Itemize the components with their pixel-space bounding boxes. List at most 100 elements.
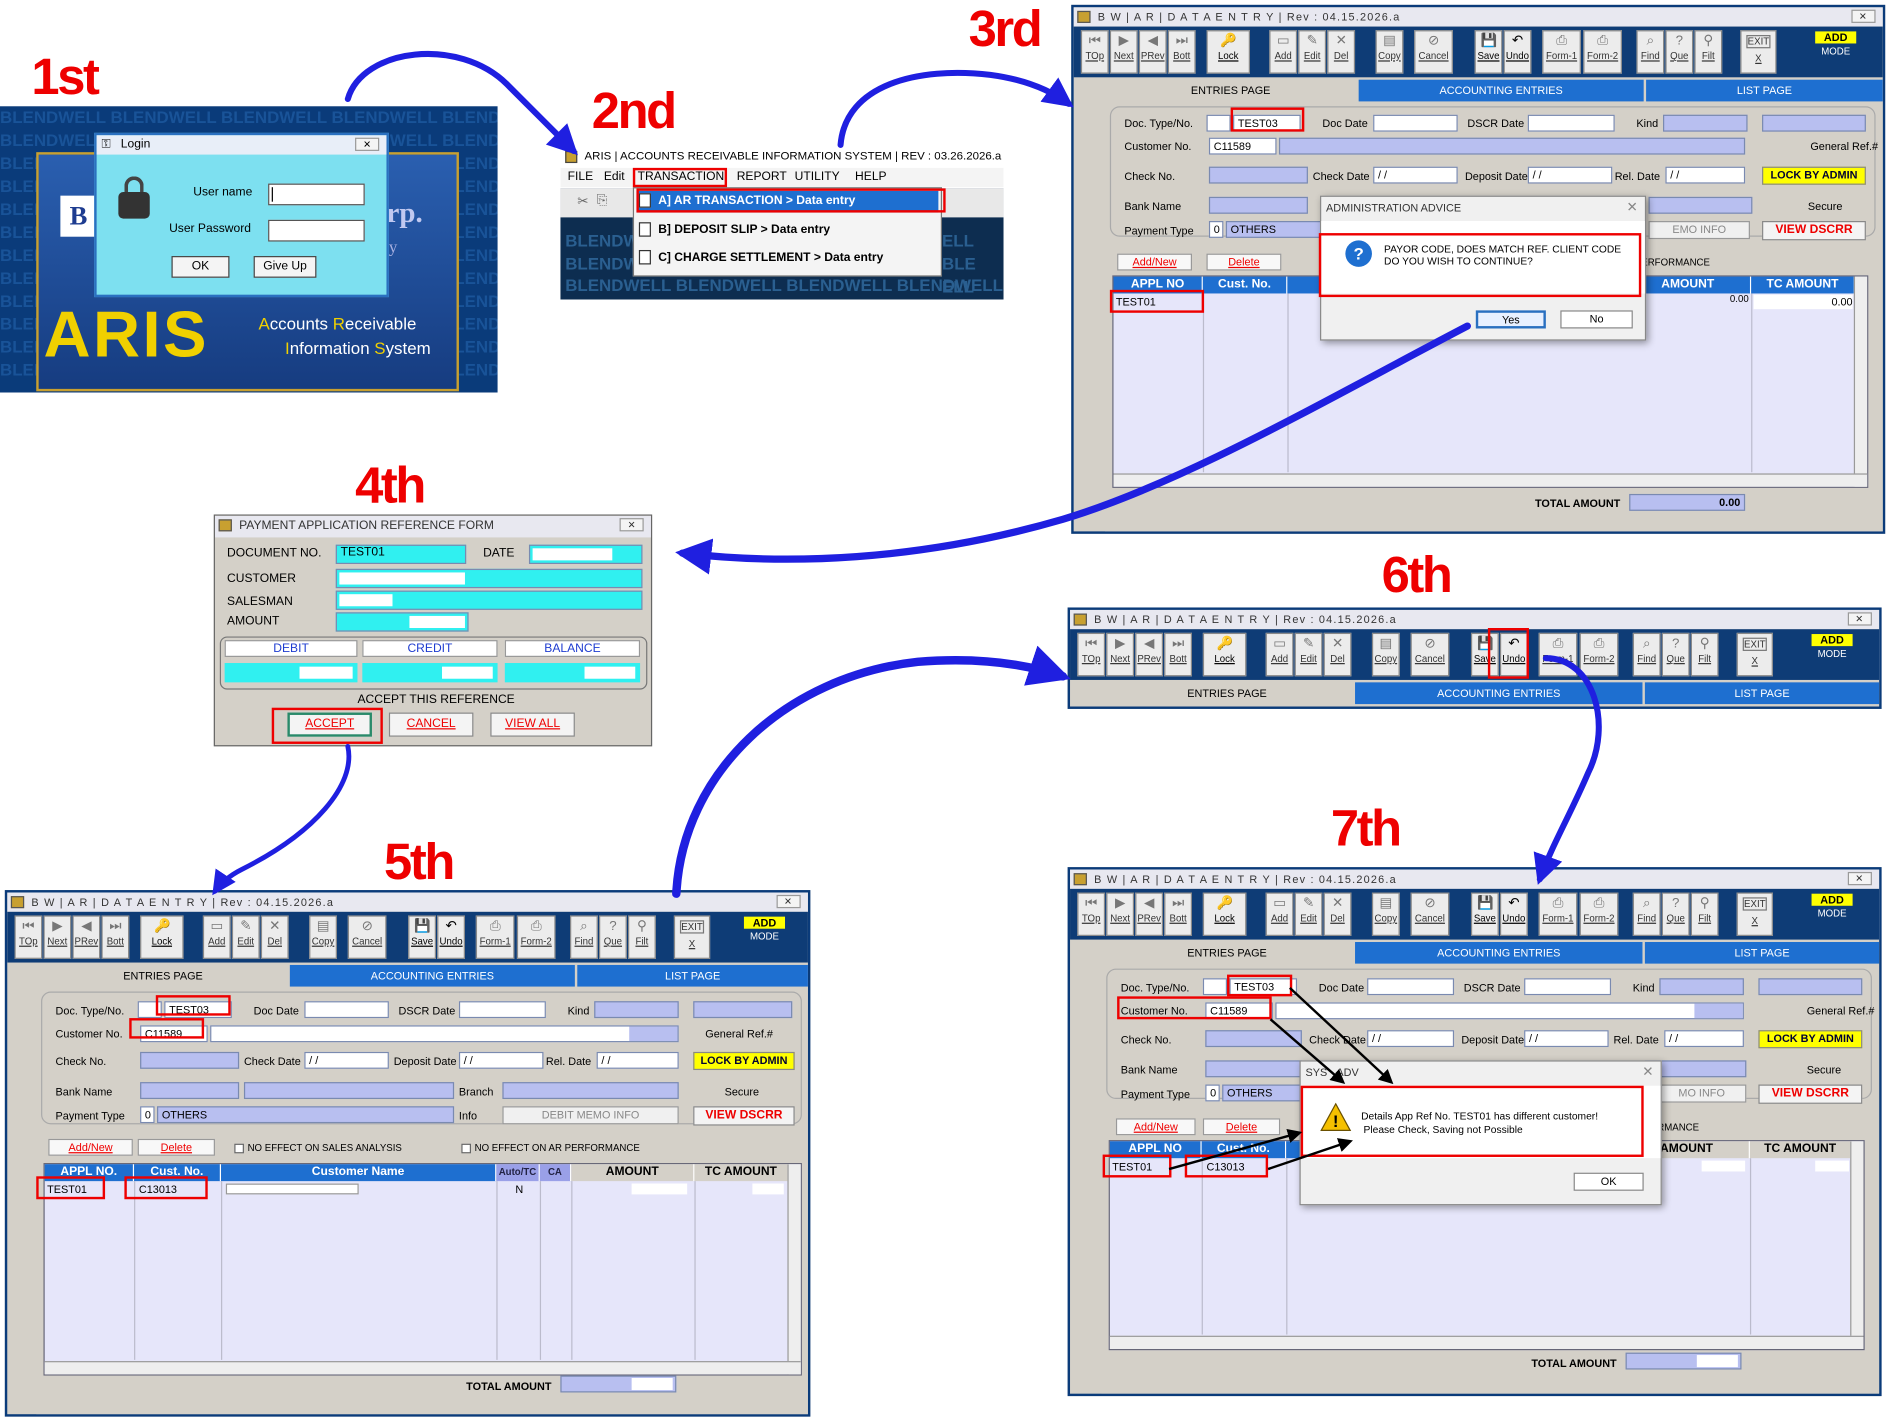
filt-button[interactable]: ⚲Filt <box>1694 30 1723 74</box>
branch-field[interactable] <box>1648 196 1753 214</box>
filt-button[interactable]: ⚲Filt <box>628 915 656 959</box>
dropdown-deposit-slip[interactable]: B] DEPOSIT SLIP > Data entry <box>658 223 831 237</box>
row-amount[interactable]: 0.00 <box>1729 293 1749 305</box>
extra-field[interactable] <box>1758 978 1863 996</box>
dscr-date-field[interactable] <box>458 1001 546 1019</box>
lock-by-admin-button[interactable]: LOCK BY ADMIN <box>1758 1030 1863 1049</box>
next-button[interactable]: ▶Next <box>1106 892 1135 936</box>
add-button[interactable]: ▭Add <box>1269 30 1298 74</box>
doc-date-field[interactable] <box>1367 978 1455 996</box>
close-icon[interactable]: ✕ <box>1626 200 1638 215</box>
menu-utility[interactable]: UTILITY <box>794 170 840 184</box>
next-button[interactable]: ▶Next <box>43 915 72 959</box>
customer-no-field[interactable]: C11589 <box>1208 137 1277 155</box>
que-button[interactable]: ?Que <box>1665 30 1694 74</box>
top-button[interactable]: ⏮TOp <box>1077 892 1106 936</box>
lock-button[interactable]: 🔑Lock <box>1202 892 1247 936</box>
bott-button[interactable]: ⏭Bott <box>101 915 130 959</box>
extra-field[interactable] <box>1762 114 1866 132</box>
save-button[interactable]: 💾Save <box>408 915 436 959</box>
ok-button[interactable]: OK <box>171 256 230 278</box>
tab-entries-page[interactable]: ENTRIES PAGE <box>1101 942 1353 964</box>
row-amount[interactable] <box>631 1183 688 1195</box>
yes-button[interactable]: Yes <box>1475 310 1546 329</box>
no-effect-ar-checkbox[interactable]: NO EFFECT ON AR PERFORMANCE <box>461 1142 640 1154</box>
prev-button[interactable]: ◀PRev <box>1138 30 1167 74</box>
find-button[interactable]: ⌕Find <box>1632 892 1661 936</box>
view-dscrr-button[interactable]: VIEW DSCRR <box>1762 221 1866 241</box>
debit-memo-info-button[interactable]: EMO INFO <box>1648 221 1750 240</box>
check-date-field[interactable]: / / <box>1367 1030 1455 1048</box>
form2-button[interactable]: ⎙Form-2 <box>1583 30 1622 74</box>
lock-button[interactable]: 🔑Lock <box>1206 30 1250 74</box>
menu-transaction[interactable]: TRANSACTION <box>637 170 725 184</box>
payment-type-code[interactable]: 0 <box>140 1106 155 1124</box>
give-up-button[interactable]: Give Up <box>253 256 317 278</box>
bank-branch-field[interactable] <box>243 1082 455 1100</box>
undo-button[interactable]: ↶Undo <box>437 915 465 959</box>
tab-entries-page[interactable]: ENTRIES PAGE <box>1105 79 1357 102</box>
deposit-date-field[interactable]: / / <box>458 1051 544 1069</box>
doc-type-field[interactable] <box>137 1001 162 1019</box>
del-button[interactable]: ✕Del <box>1323 632 1352 677</box>
extra-field[interactable] <box>693 1001 793 1019</box>
undo-button[interactable]: ↶Undo <box>1499 632 1528 677</box>
row-cust-no[interactable]: C13013 <box>138 1183 177 1196</box>
row-tc-amount[interactable] <box>1815 1160 1849 1172</box>
edit-button[interactable]: ✎Edit <box>231 915 260 959</box>
check-no-field[interactable] <box>140 1051 240 1069</box>
tab-entries-page[interactable]: ENTRIES PAGE <box>38 964 288 987</box>
form2-button[interactable]: ⎙Form-2 <box>516 915 556 959</box>
deposit-date-field[interactable]: / / <box>1524 1030 1609 1048</box>
document-no-field[interactable]: TEST01 <box>335 544 467 564</box>
prev-button[interactable]: ◀PRev <box>1135 632 1164 677</box>
undo-button[interactable]: ↶Undo <box>1503 30 1532 74</box>
close-icon[interactable]: ✕ <box>1642 1065 1654 1080</box>
customer-name-field[interactable] <box>1278 137 1746 155</box>
tab-list-page[interactable]: LIST PAGE <box>1644 682 1880 705</box>
form1-button[interactable]: ⎙Form-1 <box>475 915 515 959</box>
menu-help[interactable]: HELP <box>855 170 887 184</box>
top-button[interactable]: ⏮TOp <box>1077 632 1106 677</box>
close-icon[interactable]: ✕ <box>1847 612 1872 626</box>
row-customer-name[interactable] <box>225 1183 359 1195</box>
tab-accounting-entries[interactable]: ACCOUNTING ENTRIES <box>289 964 575 987</box>
password-input[interactable] <box>268 219 365 242</box>
horizontal-scrollbar[interactable] <box>44 1361 801 1375</box>
delete-button[interactable]: Delete <box>1206 253 1282 271</box>
next-button[interactable]: ▶Next <box>1106 632 1135 677</box>
tab-accounting-entries[interactable]: ACCOUNTING ENTRIES <box>1355 942 1643 964</box>
row-appl-no[interactable]: TEST01 <box>1115 295 1156 308</box>
form2-button[interactable]: ⎙Form-2 <box>1579 632 1619 677</box>
row-amount[interactable] <box>1701 1160 1746 1172</box>
kind-field[interactable] <box>594 1001 679 1019</box>
que-button[interactable]: ?Que <box>1661 892 1690 936</box>
close-icon[interactable]: ✕ <box>355 137 380 151</box>
prev-button[interactable]: ◀PRev <box>72 915 101 959</box>
check-no-field[interactable] <box>1205 1030 1302 1048</box>
tab-accounting-entries[interactable]: ACCOUNTING ENTRIES <box>1355 682 1643 705</box>
del-button[interactable]: ✕Del <box>1327 30 1356 74</box>
row-auto-tc[interactable]: N <box>515 1183 524 1196</box>
find-button[interactable]: ⌕Find <box>1632 632 1661 677</box>
kind-field[interactable] <box>1663 114 1748 132</box>
row-tc-amount[interactable] <box>752 1183 784 1195</box>
find-button[interactable]: ⌕Find <box>1636 30 1665 74</box>
prev-button[interactable]: ◀PRev <box>1135 892 1164 936</box>
payment-type-field[interactable]: OTHERS <box>1222 1084 1302 1102</box>
find-button[interactable]: ⌕Find <box>570 915 598 959</box>
vertical-scrollbar[interactable] <box>1850 1141 1864 1350</box>
top-button[interactable]: ⏮TOp <box>1080 30 1109 74</box>
horizontal-scrollbar[interactable] <box>1113 473 1868 487</box>
dscr-date-field[interactable] <box>1524 978 1612 996</box>
no-button[interactable]: No <box>1560 310 1633 329</box>
add-button[interactable]: ▭Add <box>1265 632 1294 677</box>
debit-memo-info-button[interactable]: DEBIT MEMO INFO <box>502 1106 679 1125</box>
undo-button[interactable]: ↶Undo <box>1499 892 1528 936</box>
tab-list-page[interactable]: LIST PAGE <box>577 964 808 987</box>
que-button[interactable]: ?Que <box>599 915 627 959</box>
rel-date-field[interactable]: / / <box>596 1051 679 1069</box>
